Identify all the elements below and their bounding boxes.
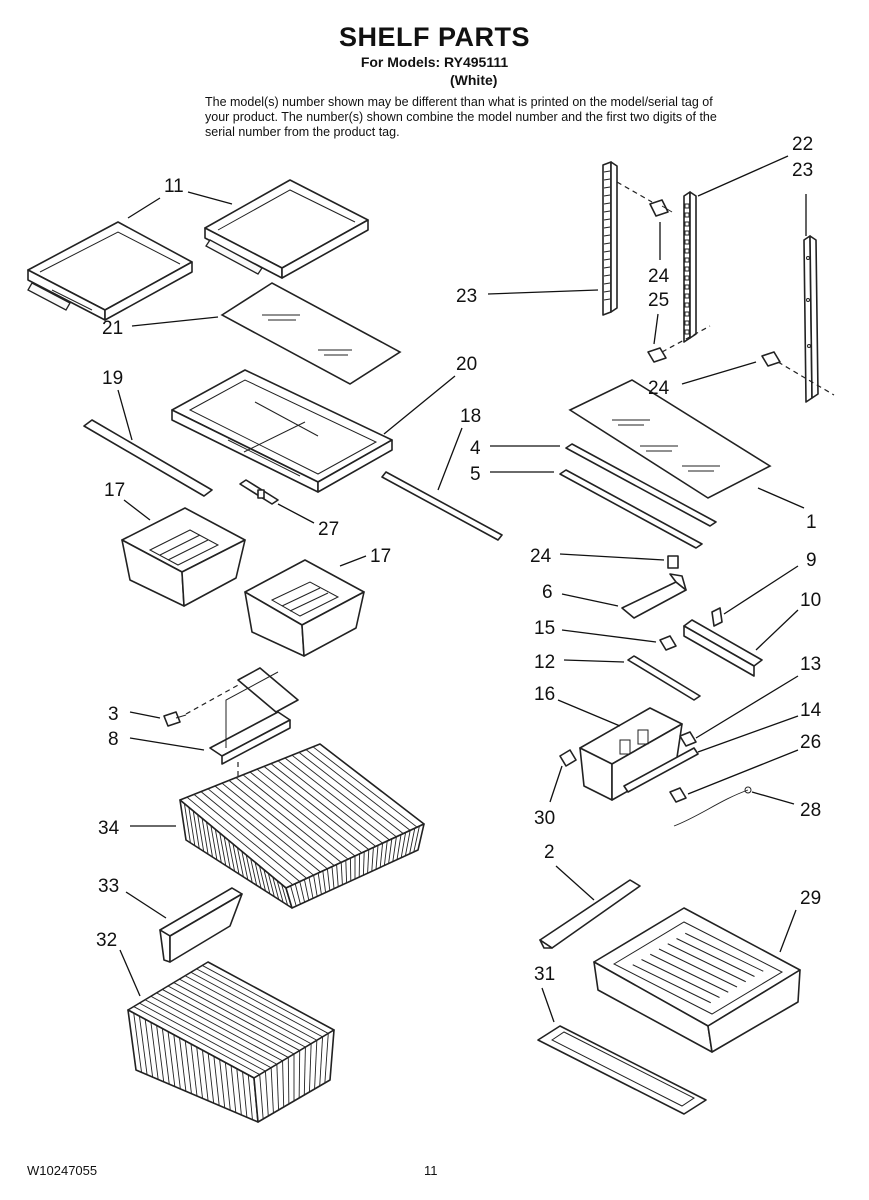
trim-5 (559, 469, 703, 549)
models-line: For Models: RY495111 (360, 54, 509, 70)
model-variant: (White) (450, 72, 498, 88)
crisper-cover-frame (171, 369, 393, 493)
long-rail-18 (381, 471, 503, 541)
callout-11: 11 (164, 176, 184, 197)
screw-13 (679, 731, 697, 747)
ladder-rail-right-23 (803, 235, 819, 403)
callout-17-right: 17 (370, 546, 391, 567)
screw-25 (647, 347, 667, 363)
screw-24-right (761, 351, 781, 367)
glass-shelf-1 (568, 379, 772, 499)
callout-23-left: 23 (456, 286, 477, 307)
callout-17-left: 17 (104, 480, 125, 501)
page-title: SHELF PARTS (338, 22, 530, 52)
ladder-rail-left-23 (602, 161, 618, 316)
housing-16 (579, 707, 683, 801)
shelf-frame-left (27, 221, 193, 321)
wire-basket-32 (127, 961, 335, 1123)
callout-4: 4 (470, 438, 481, 459)
callout-6: 6 (542, 582, 553, 603)
wire-basket-34 (179, 743, 425, 909)
ladder-rail-center-22 (683, 191, 697, 343)
rod-12 (627, 655, 701, 701)
crisper-rail-19 (83, 419, 213, 497)
tray-front-trim-31 (537, 1025, 707, 1115)
screw-24-mid (667, 555, 679, 569)
page-number: 11 (424, 1163, 438, 1178)
callout-2: 2 (544, 842, 555, 863)
callout-18: 18 (460, 406, 481, 427)
callout-29: 29 (800, 888, 821, 909)
callout-24-right: 24 (648, 378, 670, 399)
callout-numbers: 11 21 19 20 17 27 17 18 3 8 34 33 32 22 … (96, 134, 822, 985)
wire-harness-28 (673, 786, 752, 827)
callout-8: 8 (108, 729, 119, 750)
callout-16: 16 (534, 684, 555, 705)
callout-3: 3 (108, 704, 119, 725)
glass-panel-upper-left (220, 282, 402, 385)
callout-13: 13 (800, 654, 821, 675)
crisper-drawer-left (121, 507, 246, 607)
basket-divider-33 (159, 887, 243, 963)
screw-26 (669, 787, 687, 803)
document-code: W10247055 (27, 1163, 98, 1178)
callout-31: 31 (534, 964, 555, 985)
crisper-drawer-right (244, 559, 365, 657)
screw-15 (659, 635, 677, 651)
trim-14 (623, 747, 699, 793)
callout-21: 21 (102, 318, 123, 339)
callout-23-right: 23 (792, 160, 813, 181)
callout-26: 26 (800, 732, 821, 753)
callout-32: 32 (96, 930, 117, 951)
clip-9 (711, 607, 723, 627)
callout-24-mid: 24 (530, 546, 552, 567)
callout-12: 12 (534, 652, 555, 673)
deli-tray-29 (593, 907, 801, 1053)
small-clip-30 (559, 749, 577, 767)
callout-34: 34 (98, 818, 120, 839)
callout-22: 22 (792, 134, 813, 155)
callout-33: 33 (98, 876, 119, 897)
callout-24-upper: 24 (648, 266, 670, 287)
drawer-handle-2 (539, 879, 641, 949)
callout-14: 14 (800, 700, 822, 721)
bracket-6 (621, 573, 687, 619)
shelf-frame-right (204, 179, 369, 279)
callout-28: 28 (800, 800, 821, 821)
callout-19: 19 (102, 368, 123, 389)
small-bracket-27 (239, 479, 279, 505)
screw-3 (163, 711, 187, 727)
callout-25: 25 (648, 290, 669, 311)
callout-10: 10 (800, 590, 821, 611)
callout-5: 5 (470, 464, 481, 485)
model-number-note: The model(s) number shown may be differe… (205, 95, 717, 139)
callout-20: 20 (456, 354, 477, 375)
callout-1: 1 (806, 512, 817, 533)
callout-15: 15 (534, 618, 555, 639)
callout-27: 27 (318, 519, 339, 540)
screw-24-upper (649, 199, 673, 217)
basket-divider-bracket-8 (209, 667, 299, 765)
callout-30: 30 (534, 808, 555, 829)
trim-4 (565, 443, 717, 527)
slide-rail-10 (683, 619, 763, 677)
callout-9: 9 (806, 550, 817, 571)
leader-lines (117, 155, 807, 1023)
